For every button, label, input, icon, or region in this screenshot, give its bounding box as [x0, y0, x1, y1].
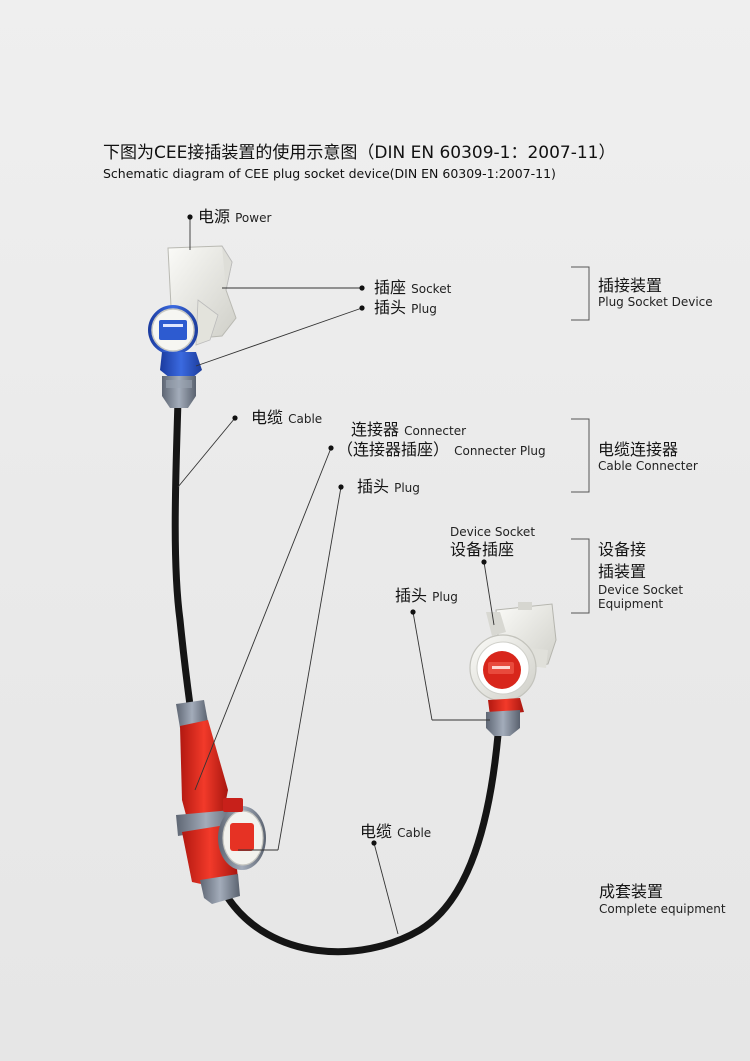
label-connecter-plug: （连接器插座） Connecter Plug — [337, 440, 546, 459]
bracket-plug-socket — [571, 266, 590, 321]
label-socket: 插座 Socket — [374, 278, 452, 297]
bracket-device-socket — [571, 538, 590, 614]
label-device-socket-en: Device Socket — [450, 525, 536, 539]
label-connecter: 连接器 Connecter — [351, 420, 467, 439]
bracket-cable-connecter — [571, 418, 590, 493]
label-plug-middle: 插头 Plug — [357, 477, 420, 496]
label-power: 电源 Power — [198, 207, 272, 226]
label-plug-top: 插头 Plug — [374, 298, 437, 317]
title-en: Schematic diagram of CEE plug socket dev… — [103, 166, 556, 181]
group-cable-connecter-zh: 电缆连接器 — [598, 440, 679, 459]
group-plug-socket-en: Plug Socket Device — [598, 295, 713, 309]
label-device-socket-zh: 设备插座 — [450, 540, 515, 559]
device-socket-red — [469, 602, 557, 736]
label-cable-top: 电缆 Cable — [251, 408, 323, 427]
group-device-socket-zh1: 设备接 — [598, 540, 647, 559]
group-device-socket-zh2: 插装置 — [598, 562, 647, 581]
cable-bottom — [224, 731, 502, 956]
group-device-socket-en1: Device Socket — [598, 583, 684, 597]
group-complete-zh: 成套装置 — [599, 882, 664, 901]
cable-connecter-red — [176, 700, 266, 904]
group-device-socket-en2: Equipment — [598, 597, 664, 611]
group-cable-connecter-en: Cable Connecter — [598, 459, 698, 473]
cable-top — [171, 396, 194, 709]
wall-socket-blue — [148, 245, 237, 408]
label-cable-bottom: 电缆 Cable — [360, 822, 432, 841]
title-zh: 下图为CEE接插装置的使用示意图（DIN EN 60309-1：2007-11） — [103, 143, 616, 163]
label-plug-right: 插头 Plug — [395, 586, 458, 605]
group-plug-socket-zh: 插接装置 — [598, 276, 663, 295]
group-complete-en: Complete equipment — [599, 902, 726, 916]
